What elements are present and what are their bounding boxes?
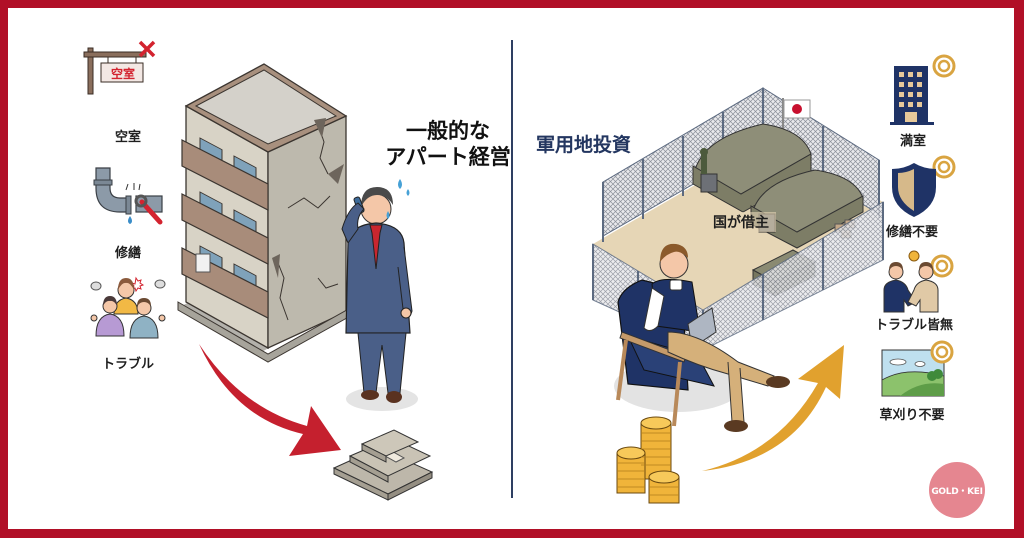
- infographic-canvas: 空室 空室 修繕: [8, 8, 1014, 529]
- landscape-icon: [881, 340, 954, 397]
- cracked-apartment-building: [177, 63, 358, 363]
- relaxed-investor-in-armchair: [614, 243, 790, 432]
- center-label-state-lessee: 国が借主: [706, 212, 776, 232]
- gold-upward-arrow: [702, 345, 844, 471]
- left-title-line1: 一般的な: [406, 119, 490, 143]
- left-title-line2: アパート経営: [385, 145, 511, 169]
- vacancy-sign-icon: [83, 40, 156, 95]
- right-panel-title: 軍用地投資: [536, 134, 632, 156]
- stressed-businessman-on-phone: [341, 179, 418, 411]
- office-building-icon: [890, 54, 956, 125]
- issue-label-trouble: トラブル: [101, 357, 154, 372]
- gold-coin-stacks: [616, 416, 680, 504]
- red-downward-arrow: [199, 344, 341, 456]
- handshake-icon: [883, 250, 954, 313]
- benefit-label-full-occupancy: 満室: [899, 134, 926, 149]
- broken-pipe-icon: [93, 167, 163, 225]
- angry-residents-icon: [90, 276, 166, 339]
- left-panel-title: 一般的な アパート経営: [378, 118, 518, 170]
- benefit-label-no-repairs: 修繕不要: [885, 225, 938, 240]
- gold-kei-badge: GOLD・KEI: [929, 462, 985, 518]
- benefit-label-no-weeding: 草刈り不要: [879, 408, 945, 423]
- benefit-label-no-trouble: トラブル皆無: [874, 318, 953, 333]
- issue-label-repair: 修繕: [114, 246, 141, 261]
- money-stack: [332, 429, 434, 501]
- issue-label-vacancy: 空室: [114, 130, 141, 145]
- vacancy-sign-text: 空室: [110, 67, 135, 81]
- panel-divider: [511, 40, 513, 498]
- shield-icon: [892, 155, 956, 217]
